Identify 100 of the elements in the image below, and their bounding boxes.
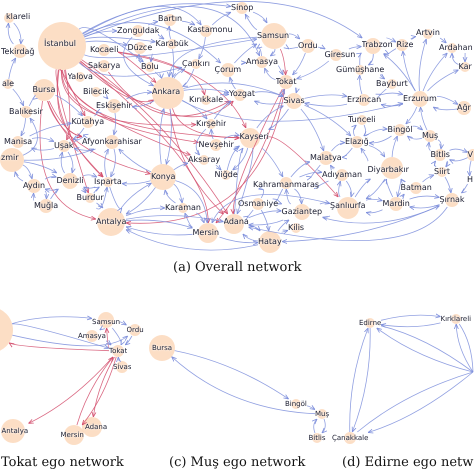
arrow — [440, 38, 447, 44]
arrow — [126, 187, 156, 214]
arrow — [123, 36, 154, 86]
arrow — [159, 108, 166, 164]
arrow — [304, 93, 348, 99]
arrow — [106, 340, 112, 346]
arrow — [126, 206, 166, 216]
network-node: Çankırı — [182, 59, 210, 69]
arrow — [83, 22, 221, 64]
network-node: İstanbul — [38, 22, 86, 70]
arrow — [409, 194, 440, 200]
arrow — [57, 69, 82, 138]
arrow — [248, 206, 448, 241]
arrow — [445, 160, 451, 168]
network-node: Niğde — [214, 170, 238, 180]
network-node: Muş — [422, 130, 438, 142]
arrow — [233, 145, 240, 152]
arrow — [126, 90, 152, 100]
arrow — [234, 148, 244, 214]
arrow — [184, 212, 193, 228]
arrow — [426, 142, 431, 151]
arrow — [368, 54, 374, 66]
arrow — [126, 229, 258, 250]
arrow — [252, 12, 268, 24]
arrow — [331, 140, 346, 152]
arrow — [220, 92, 230, 97]
arrow — [209, 128, 214, 140]
arrow — [320, 200, 330, 205]
arrow — [268, 108, 289, 130]
arrow — [312, 418, 318, 434]
arrow — [306, 404, 316, 410]
arrow — [182, 100, 208, 120]
arrow — [55, 94, 83, 116]
arrow — [80, 187, 86, 194]
arrow — [262, 148, 284, 178]
arrow — [118, 52, 156, 83]
network-node: Kastamonu — [188, 25, 232, 37]
network-node: Kocaeli — [90, 44, 118, 56]
network-node: Amasya — [246, 56, 278, 68]
arrow — [422, 52, 448, 92]
network-node: Tekirdağ — [1, 44, 35, 58]
arrow — [254, 91, 284, 97]
network-node: Giresun — [324, 49, 356, 61]
arrow — [215, 164, 222, 170]
arrow — [166, 26, 172, 40]
arrow — [81, 59, 228, 214]
network-node: Yalova — [68, 72, 92, 82]
arrow — [84, 28, 118, 38]
arrow — [330, 164, 336, 171]
arrow — [64, 70, 240, 140]
network-node: Karaman — [165, 203, 201, 213]
network-node: Isparta — [94, 177, 122, 187]
arrow — [248, 208, 282, 218]
arrow — [418, 106, 428, 130]
arrow — [174, 350, 289, 400]
arrow — [260, 210, 271, 232]
arrow — [28, 356, 114, 424]
arrow — [363, 124, 370, 136]
arrow — [296, 60, 330, 80]
arrow — [74, 134, 89, 142]
arrow — [110, 148, 116, 178]
arrow — [12, 334, 128, 346]
network-node: klareli — [4, 13, 30, 23]
arrow — [228, 76, 236, 90]
arrow — [168, 36, 258, 78]
arrow — [380, 103, 404, 108]
arrow — [92, 356, 115, 418]
arrow — [172, 108, 240, 140]
arrow — [351, 124, 357, 136]
arrow — [284, 188, 292, 204]
arrow — [399, 194, 405, 200]
network-node: Ağr — [457, 101, 471, 115]
arrow — [214, 100, 232, 120]
arrow — [280, 48, 288, 76]
arrow — [375, 88, 387, 98]
arrow — [450, 52, 459, 65]
arrow — [401, 50, 416, 92]
network-node: Antalya — [96, 208, 126, 236]
arrow — [31, 148, 54, 152]
connector-line — [458, 324, 474, 372]
arrow — [61, 70, 199, 144]
network-node: Batman — [400, 182, 432, 194]
arrow — [290, 160, 310, 178]
arrow — [60, 70, 196, 128]
arrow — [171, 48, 176, 78]
arrow — [148, 20, 158, 26]
arrow — [405, 106, 418, 124]
network-node: Düzce — [128, 42, 152, 54]
arrow — [96, 186, 109, 210]
arrow — [418, 38, 428, 92]
figure-caption: (d) Edirne ego netw — [342, 456, 474, 470]
arrow — [122, 180, 151, 186]
arrow — [318, 44, 326, 50]
arrow — [276, 200, 282, 205]
arrow — [379, 74, 386, 80]
arrow — [173, 162, 188, 170]
arrow — [120, 182, 152, 208]
network-node: Eskişehir — [96, 99, 132, 113]
figure-caption: (a) Overall network — [173, 261, 302, 276]
arrow — [164, 189, 176, 204]
